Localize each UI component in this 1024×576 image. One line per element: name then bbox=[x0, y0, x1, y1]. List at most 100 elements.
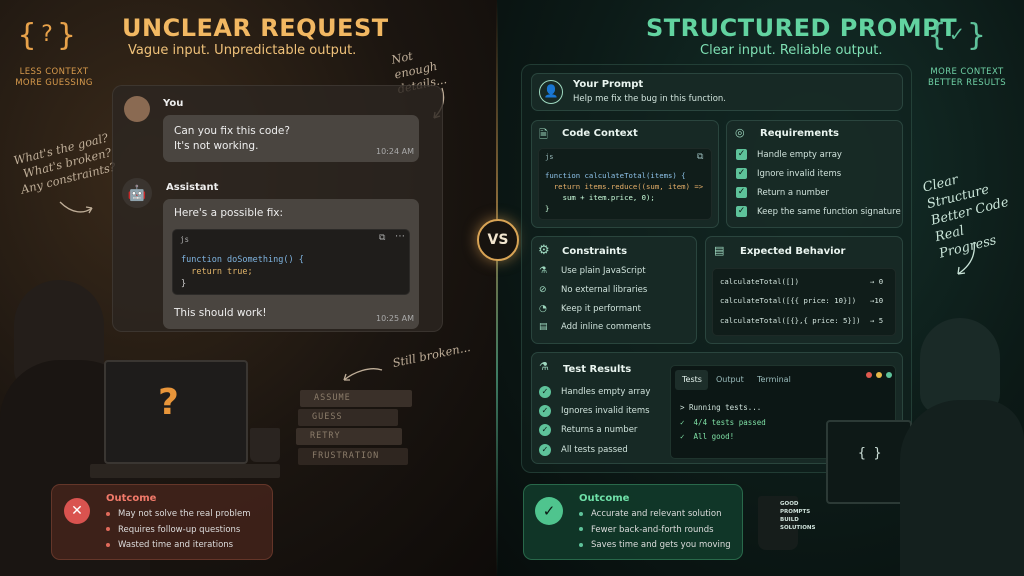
test-text: Handles empty array bbox=[561, 387, 651, 397]
right-outcome-card bbox=[523, 484, 743, 560]
message-timestamp: 10:25 AM bbox=[376, 314, 414, 323]
expected-result: →10 bbox=[870, 296, 884, 305]
code-line: sum + item.price, 0); bbox=[545, 193, 655, 202]
user-message-bubble bbox=[163, 115, 419, 162]
right-corner-caption: MORE CONTEXT BETTER RESULTS bbox=[924, 67, 1010, 89]
tab-tests[interactable]: Tests bbox=[682, 375, 702, 384]
terminal-line: ✓ 4/4 tests passed bbox=[680, 418, 766, 427]
window-close-dot[interactable] bbox=[866, 372, 872, 378]
speed-icon: ◔ bbox=[539, 304, 547, 314]
test-results-title: Test Results bbox=[563, 364, 632, 375]
right-title: STRUCTURED PROMPT bbox=[646, 14, 958, 42]
tab-tests-active[interactable] bbox=[675, 370, 708, 390]
question-mark-icon: ? bbox=[158, 382, 179, 423]
requirement-text: Return a number bbox=[757, 187, 829, 198]
copy-icon[interactable]: ⧉ bbox=[697, 152, 704, 162]
person-head-illustration bbox=[920, 318, 1000, 414]
outcome-item: Requires follow-up questions bbox=[106, 523, 250, 539]
mug-text-line: PROMPTS bbox=[780, 509, 811, 515]
book-frustration: FRUSTRATION bbox=[298, 448, 408, 465]
constraint-item: ▤Add inline comments bbox=[539, 322, 651, 332]
expected-behavior-table bbox=[712, 268, 896, 336]
checkbox-checked-icon: ✓ bbox=[736, 206, 747, 217]
code-snippet bbox=[172, 229, 410, 295]
your-prompt-card[interactable] bbox=[531, 73, 903, 111]
outcome-item-text: May not solve the real problem bbox=[118, 509, 251, 519]
code-braces-icon: { } bbox=[858, 446, 882, 461]
requirements-card bbox=[726, 120, 903, 228]
checkbox-checked-icon: ✓ bbox=[736, 149, 747, 160]
test-item: ✓Ignores invalid items bbox=[539, 405, 650, 417]
assistant-outro: This should work! bbox=[174, 307, 267, 319]
book-retry: RETRY bbox=[296, 428, 402, 445]
requirement-item: ✓Keep the same function signature bbox=[736, 206, 901, 217]
outcome-item: Fewer back-and-forth rounds bbox=[579, 523, 731, 539]
mug-illustration bbox=[250, 428, 280, 462]
check-circle-icon: ✓ bbox=[535, 497, 563, 525]
assistant-label: Assistant bbox=[166, 182, 219, 193]
expected-call: calculateTotal([]) bbox=[720, 277, 800, 286]
user-message-line: It's not working. bbox=[174, 140, 259, 152]
mug-text-line: BUILD bbox=[780, 517, 799, 523]
constraint-text: Keep it performant bbox=[561, 304, 641, 314]
book-assume: ASSUME bbox=[300, 390, 412, 407]
arrow-doodle-icon bbox=[343, 368, 383, 381]
window-minimize-dot[interactable] bbox=[876, 372, 882, 378]
requirement-item: ✓Ignore invalid items bbox=[736, 168, 841, 179]
caption-line: MORE GUESSING bbox=[15, 78, 93, 88]
tab-terminal[interactable]: Terminal bbox=[757, 375, 791, 384]
requirement-item: ✓Handle empty array bbox=[736, 149, 842, 160]
copy-icon[interactable]: ⧉ bbox=[379, 233, 386, 243]
left-corner-caption: LESS CONTEXT MORE GUESSING bbox=[14, 67, 94, 89]
requirement-item: ✓Return a number bbox=[736, 187, 829, 198]
left-outcome-list: May not solve the real problem Requires … bbox=[106, 507, 250, 554]
gear-icon: ⚙ bbox=[538, 243, 550, 258]
assistant-intro: Here's a possible fix: bbox=[174, 207, 284, 219]
check-circle-icon: ✓ bbox=[539, 444, 551, 456]
expected-call: calculateTotal([{},{ price: 5}]) bbox=[720, 316, 861, 325]
check-circle-icon: ✓ bbox=[539, 405, 551, 417]
mug-text-line: GOOD bbox=[780, 501, 799, 507]
list-icon: ▤ bbox=[714, 244, 725, 257]
constraint-text: Use plain JavaScript bbox=[561, 266, 646, 276]
comment-icon: ▤ bbox=[539, 322, 548, 332]
your-prompt-title: Your Prompt bbox=[573, 79, 644, 90]
flask-icon: ⚗ bbox=[539, 266, 548, 276]
user-message-line: Can you fix this code? bbox=[174, 125, 290, 137]
person-body-illustration bbox=[900, 400, 1024, 576]
left-outcome-card bbox=[51, 484, 273, 560]
constraint-text: No external libraries bbox=[561, 285, 648, 295]
outcome-item: May not solve the real problem bbox=[106, 507, 250, 523]
document-icon: 🗎 bbox=[539, 128, 548, 141]
right-outcome-list: Accurate and relevant solution Fewer bac… bbox=[579, 507, 731, 554]
requirement-text: Ignore invalid items bbox=[757, 168, 842, 179]
laptop-base bbox=[90, 464, 280, 478]
left-outcome-title: Outcome bbox=[106, 493, 157, 504]
message-timestamp: 10:24 AM bbox=[376, 147, 414, 156]
arrow-doodle-icon bbox=[957, 241, 976, 275]
book-guess: GUESS bbox=[298, 409, 398, 426]
constraint-item: ◔ Keep it performant bbox=[539, 304, 641, 314]
vs-badge: VS bbox=[477, 219, 519, 261]
code-line: return items.reduce((sum, item) => bbox=[545, 182, 704, 191]
more-options-icon[interactable]: ⋯ bbox=[395, 231, 405, 242]
code-lang-label: js bbox=[180, 235, 190, 244]
window-maximize-dot[interactable] bbox=[886, 372, 892, 378]
expected-call: calculateTotal([{{ price: 10}]) bbox=[720, 296, 857, 305]
constraint-item: ⚗ Use plain JavaScript bbox=[539, 266, 646, 276]
outcome-item: Accurate and relevant solution bbox=[579, 507, 731, 523]
tab-output[interactable]: Output bbox=[716, 375, 744, 384]
mug-illustration bbox=[758, 496, 798, 550]
your-prompt-text: Help me fix the bug in this function. bbox=[573, 94, 726, 104]
caption-line: BETTER RESULTS bbox=[927, 78, 1007, 88]
outcome-item: Wasted time and iterations bbox=[106, 538, 250, 554]
left-subtitle: Vague input. Unpredictable output. bbox=[128, 43, 357, 58]
arrow-doodle-icon bbox=[59, 201, 93, 214]
caption-line: MORE CONTEXT bbox=[930, 67, 1004, 77]
outcome-item-text: Wasted time and iterations bbox=[118, 540, 234, 550]
code-line: function calculateTotal(items) { bbox=[545, 171, 686, 180]
test-text: Returns a number bbox=[561, 425, 638, 435]
outcome-item-text: Saves time and gets you moving bbox=[591, 540, 731, 550]
question-braces-icon: {?} bbox=[18, 18, 76, 53]
right-outcome-title: Outcome bbox=[579, 493, 630, 504]
